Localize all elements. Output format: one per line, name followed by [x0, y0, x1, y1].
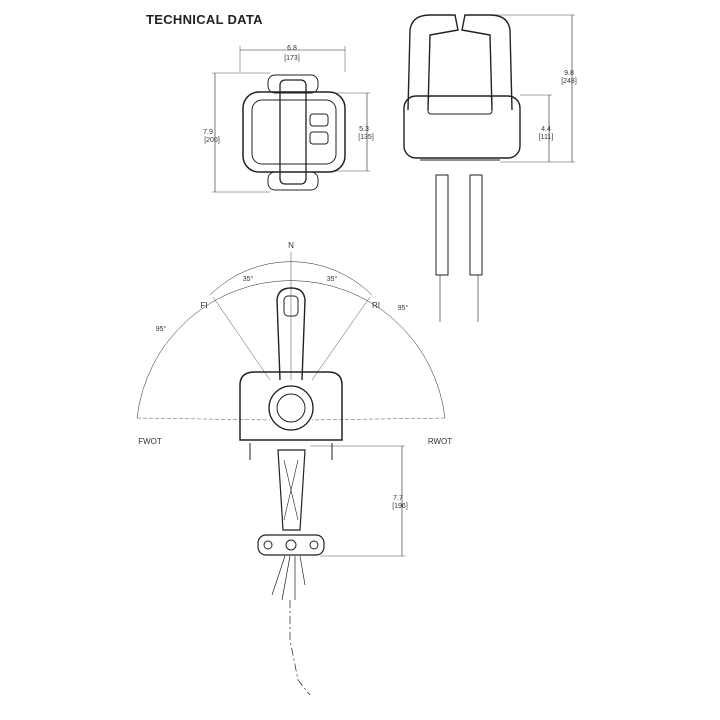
label-angle-fi: 35°: [243, 275, 254, 283]
label-ri: RI: [372, 301, 380, 310]
top-depth-mm: [200]: [204, 137, 220, 144]
side-height-in: 9.8: [564, 70, 574, 77]
top-width-mm: [173]: [284, 55, 300, 62]
label-angle-ri: 35°: [327, 275, 338, 283]
side-view: 9.8 [248] 4.4 [111]: [403, 14, 577, 322]
top-body-mm: [135]: [358, 134, 374, 141]
side-body-in: 4.4: [541, 126, 551, 133]
label-neutral: N: [288, 241, 294, 250]
top-view: 6.8 [173] 7.9 [200] 5.3 [135]: [203, 45, 374, 193]
label-below-mm: [196]: [392, 503, 408, 510]
label-below-in: 7.7: [393, 495, 403, 502]
side-height-mm: [248]: [561, 78, 577, 85]
top-width-in: 6.8: [287, 45, 297, 52]
top-body-in: 5.3: [359, 126, 369, 133]
page-title: TECHNICAL DATA: [146, 12, 263, 27]
top-depth-in: 7.9: [203, 129, 213, 136]
label-angle-fwot: 95°: [156, 325, 167, 333]
label-angle-rwot: 95°: [398, 304, 409, 312]
label-fwot: FWOT: [138, 437, 162, 446]
front-view: N 35° 35° FI RI 95° 95° FWOT RWOT 7.7 [1…: [136, 241, 452, 696]
side-body-mm: [111]: [539, 134, 554, 141]
label-rwot: RWOT: [428, 437, 452, 446]
label-fi: FI: [200, 301, 207, 310]
